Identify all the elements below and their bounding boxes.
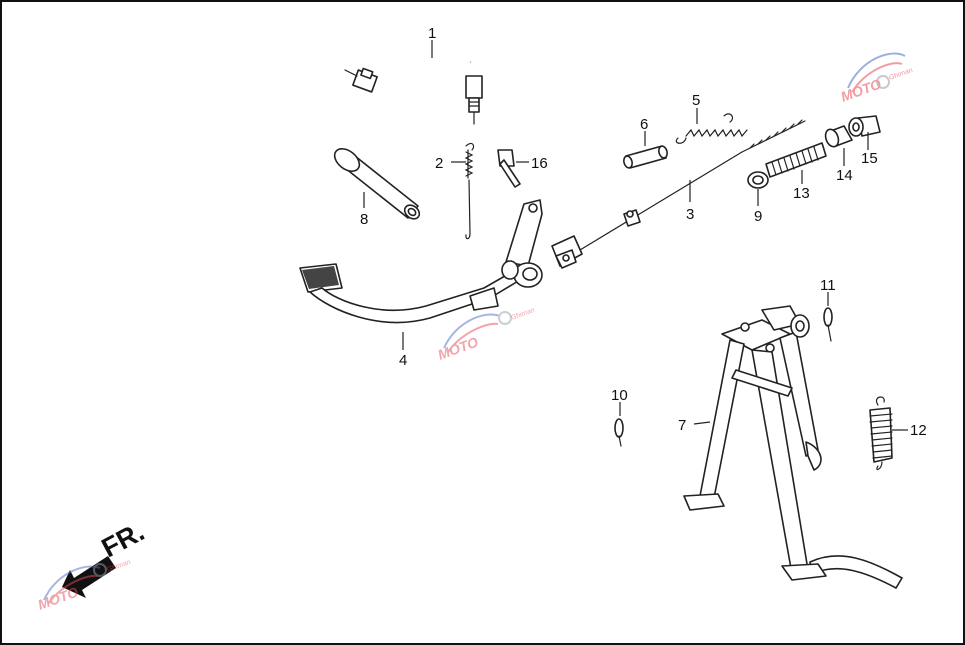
leader-lines (363, 40, 908, 431)
part-7-main-stand (683, 305, 903, 589)
watermark-subtext: Ghiman (888, 67, 914, 82)
callout-9: 9 (754, 208, 762, 225)
callout-4: 4 (399, 352, 407, 369)
watermark-center: MOTO Ghiman (436, 307, 536, 363)
callout-5: 5 (692, 92, 700, 109)
watermark-text: MOTO (436, 333, 481, 362)
part-14-joint (824, 125, 853, 148)
callout-13: 13 (793, 185, 810, 202)
part-9-washer (747, 171, 769, 189)
callout-11: 11 (820, 277, 836, 294)
part-1-stop-switch-cable (344, 56, 483, 125)
part-8-pivot-sleeve (333, 148, 421, 220)
part-16-pin (497, 149, 521, 188)
callout-12: 12 (910, 422, 927, 439)
callout-3: 3 (686, 206, 694, 223)
gear-icon (498, 311, 512, 325)
part-5-long-spring (675, 113, 748, 144)
watermark-text: MOTO (36, 583, 81, 612)
callout-14: 14 (836, 167, 853, 184)
callout-1: 1 (428, 25, 436, 42)
part-2-spring (464, 142, 475, 240)
part-11-cotter-pin (823, 307, 833, 342)
callout-15: 15 (861, 150, 878, 167)
callout-10: 10 (611, 387, 628, 404)
part-13-coil-spring (765, 142, 827, 178)
callout-2: 2 (435, 155, 443, 172)
callout-6: 6 (640, 116, 648, 133)
part-4-brake-pedal (299, 199, 543, 324)
part-6-sleeve (623, 145, 668, 169)
part-3-brake-rod (551, 119, 806, 269)
callout-16: 16 (531, 155, 548, 172)
gear-icon (876, 75, 890, 89)
front-label: FR. (97, 516, 149, 563)
gear-icon (93, 563, 107, 577)
callout-numbers: 1 2 3 4 5 6 7 8 9 10 11 12 13 14 15 16 (360, 25, 927, 439)
callout-7: 7 (678, 417, 686, 434)
callout-8: 8 (360, 211, 368, 228)
watermark-subtext: Ghiman (510, 307, 536, 322)
part-15-adjusting-nut (848, 115, 881, 137)
part-10-cotter-pin (614, 418, 624, 447)
part-12-stand-spring (869, 396, 893, 471)
watermark-top-right: MOTO Ghiman (839, 52, 914, 105)
